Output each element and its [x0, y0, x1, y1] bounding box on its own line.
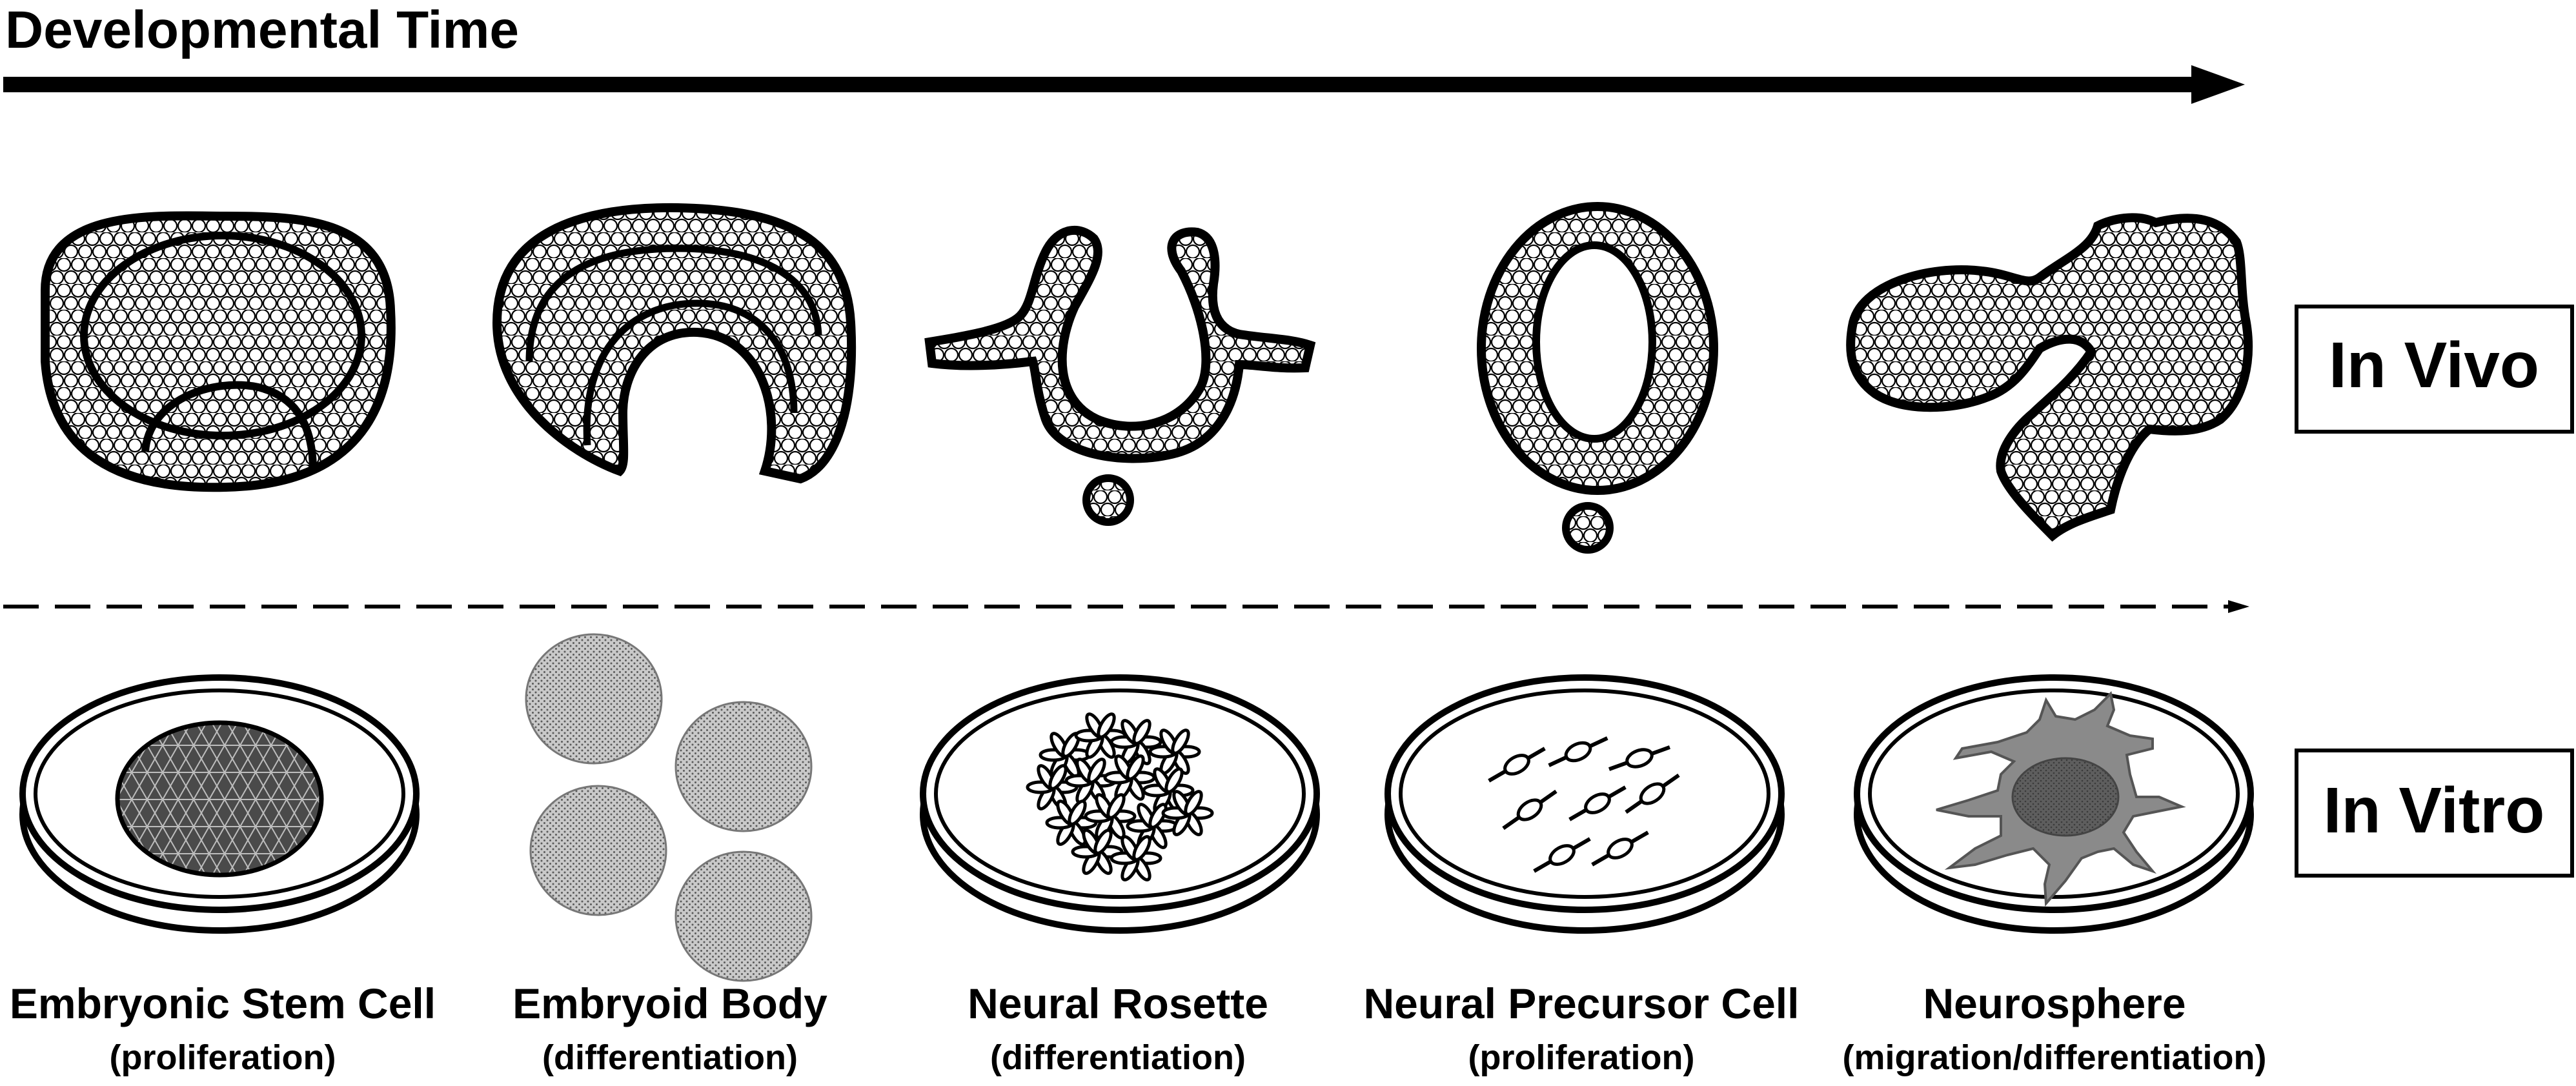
- neural-precursor-cell: [1625, 773, 1680, 814]
- in-vivo-embryonic-stem-cell-stage: [41, 211, 396, 492]
- stage-name: Neural Rosette: [968, 980, 1268, 1027]
- rosette-flower: [1110, 835, 1162, 881]
- stage-name: Embryoid Body: [512, 980, 827, 1027]
- neural-precursor-cell: [1548, 736, 1608, 767]
- in-vitro-neural-precursor-dish: [1384, 674, 1785, 934]
- in-vivo-neurosphere-stage: [1846, 213, 2253, 542]
- stage-process: (proliferation): [110, 1038, 336, 1077]
- stage-caption-neural-rosette: Neural Rosette (differentiation): [968, 980, 1268, 1077]
- in-vivo-neural-precursor-cell-stage: [1477, 202, 1718, 554]
- in-vitro-label-box: In Vitro: [2295, 749, 2574, 878]
- rosette-flower: [1045, 799, 1098, 846]
- neural-rosettes-cluster: [1026, 712, 1214, 881]
- in-vivo-label: In Vivo: [2329, 329, 2539, 401]
- neural-precursor-cell: [1568, 785, 1627, 821]
- in-vitro-neural-rosette-dish: [920, 674, 1320, 934]
- stage-caption-embryonic-stem-cell: Embryonic Stem Cell (proliferation): [10, 980, 436, 1077]
- in-vivo-label-box: In Vivo: [2295, 305, 2574, 434]
- neural-precursor-cell: [1502, 789, 1557, 830]
- rosette-flower: [1126, 803, 1179, 849]
- stage-process: (differentiation): [542, 1038, 798, 1077]
- stage-process: (migration/differentiation): [1843, 1038, 2267, 1077]
- stage-caption-neurosphere: Neurosphere (migration/differentiation): [1843, 980, 2267, 1077]
- neural-precursor-cell: [1591, 830, 1649, 867]
- rosette-flower: [1161, 790, 1214, 836]
- stage-process: (differentiation): [990, 1038, 1246, 1077]
- in-vitro-label: In Vitro: [2324, 774, 2545, 847]
- neural-precursor-cells: [1488, 736, 1680, 873]
- stage-caption-neural-precursor-cell: Neural Precursor Cell (proliferation): [1364, 980, 1800, 1077]
- neural-precursor-cell: [1608, 745, 1671, 771]
- in-vivo-neural-rosette-stage: [924, 226, 1316, 526]
- rosette-flower: [1071, 829, 1124, 875]
- stage-process: (proliferation): [1468, 1038, 1695, 1077]
- neural-precursor-cell: [1488, 747, 1546, 783]
- stage-name: Neural Precursor Cell: [1364, 980, 1800, 1027]
- dashed-separator-arrow: [3, 600, 2249, 613]
- in-vitro-embryoid-bodies: [525, 633, 813, 982]
- in-vivo-embryoid-body-stage: [492, 203, 857, 484]
- neural-precursor-cell: [1533, 837, 1591, 873]
- stage-caption-embryoid-body: Embryoid Body (differentiation): [512, 980, 827, 1077]
- developmental-time-title: Developmental Time: [5, 1, 519, 59]
- neurosphere-core: [2011, 757, 2120, 837]
- rosette-flower: [1110, 719, 1162, 765]
- stage-name: Neurosphere: [1923, 980, 2186, 1027]
- rosette-flower: [1103, 754, 1156, 801]
- stage-name: Embryonic Stem Cell: [10, 980, 436, 1027]
- developmental-time-arrow: [3, 65, 2245, 104]
- in-vitro-neurosphere-dish: [1854, 674, 2254, 934]
- in-vitro-embryonic-stem-cell-dish: [19, 674, 420, 934]
